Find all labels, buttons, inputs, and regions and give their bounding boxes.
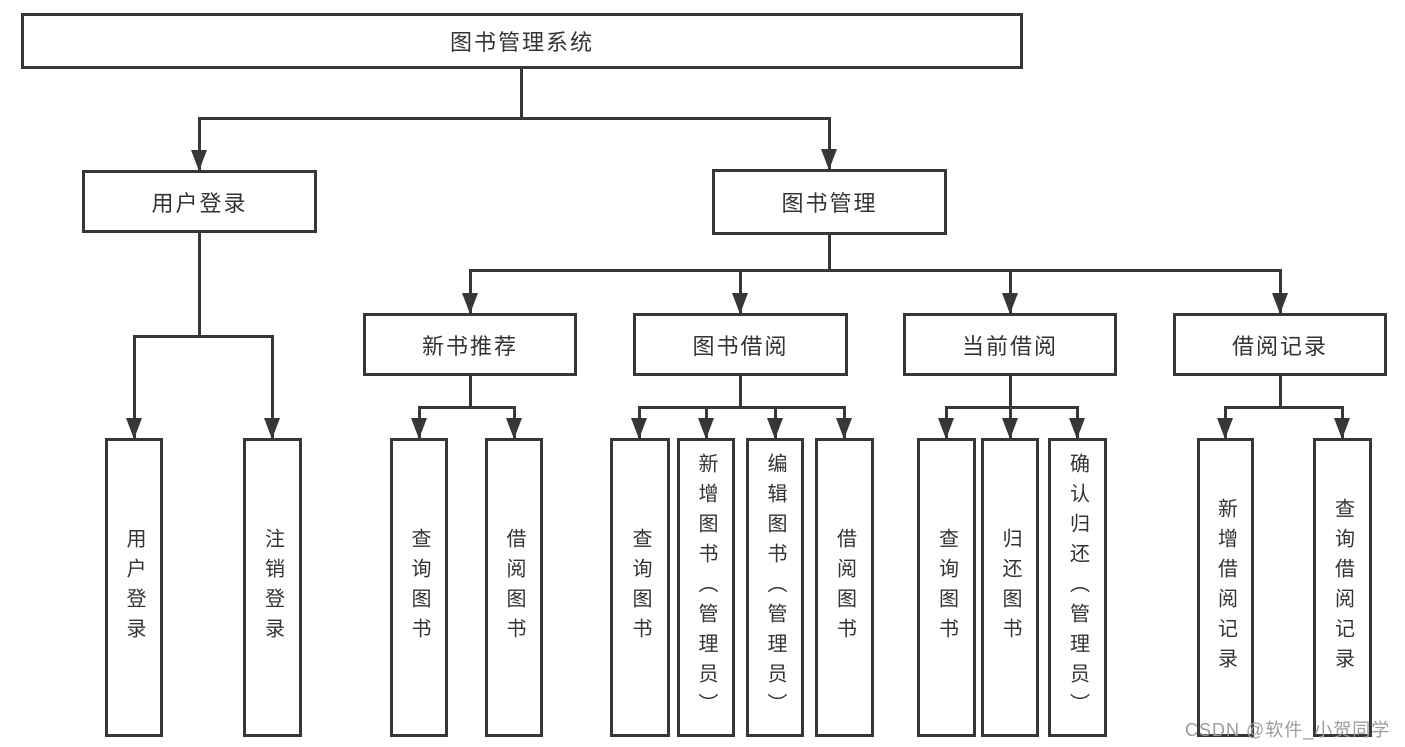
connector-line: [469, 269, 1282, 272]
arrowhead-down-icon: [938, 418, 954, 439]
arrowhead-down-icon: [821, 149, 837, 170]
arrowhead-down-icon: [1002, 293, 1018, 314]
node-label-borrow-record: 借阅记录: [1231, 333, 1328, 359]
node-leaf-query-borrow-rec: 查询借阅记录: [1313, 438, 1372, 737]
arrowhead-down-icon: [191, 150, 207, 171]
arrowhead-down-icon: [767, 418, 783, 439]
connector-line: [133, 335, 136, 438]
node-label-new-book-recommend: 新书推荐: [421, 333, 518, 359]
arrowhead-down-icon: [631, 418, 647, 439]
node-label-leaf-query-book-1: 查询图书: [408, 527, 430, 648]
connector-line: [469, 269, 472, 313]
connector-line: [469, 376, 472, 407]
connector-line: [198, 117, 201, 170]
arrowhead-down-icon: [836, 418, 852, 439]
connector-line: [133, 335, 274, 338]
node-label-leaf-query-book-2: 查询图书: [629, 527, 651, 648]
connector-line: [1279, 376, 1282, 407]
connector-line: [1009, 269, 1012, 313]
node-root: 图书管理系统: [21, 13, 1023, 69]
arrowhead-down-icon: [1002, 418, 1018, 439]
node-label-leaf-return-book: 归还图书: [999, 527, 1021, 648]
arrowhead-down-icon: [126, 418, 142, 439]
connector-line: [1009, 376, 1012, 407]
connector-line: [1224, 406, 1344, 409]
csdn-watermark: CSDN @软件_小贺同学: [1185, 720, 1391, 740]
arrowhead-down-icon: [1217, 418, 1233, 439]
arrowhead-down-icon: [462, 293, 478, 314]
node-borrow-record: 借阅记录: [1173, 313, 1387, 376]
node-book-borrow: 图书借阅: [633, 313, 848, 376]
node-new-book-recommend: 新书推荐: [363, 313, 577, 376]
node-user-login: 用户登录: [82, 170, 317, 233]
connector-line: [828, 235, 831, 270]
node-leaf-add-borrow-rec: 新增借阅记录: [1197, 438, 1254, 737]
node-label-leaf-add-book: 新增图书（管理员）: [695, 452, 717, 723]
node-leaf-return-book: 归还图书: [981, 438, 1039, 737]
arrowhead-down-icon: [1272, 293, 1288, 314]
node-label-book-borrow: 图书借阅: [692, 333, 789, 359]
node-leaf-query-book-3: 查询图书: [917, 438, 976, 737]
connector-line: [828, 117, 831, 169]
connector-line: [739, 376, 742, 407]
connector-line: [271, 335, 274, 438]
node-label-leaf-edit-book: 编辑图书（管理员）: [764, 452, 786, 723]
node-label-leaf-query-borrow-rec: 查询借阅记录: [1331, 497, 1354, 678]
arrowhead-down-icon: [1069, 418, 1085, 439]
connector-line: [198, 233, 201, 336]
node-label-leaf-add-borrow-rec: 新增借阅记录: [1214, 497, 1237, 678]
arrowhead-down-icon: [698, 418, 714, 439]
node-label-leaf-confirm-return: 确认归还（管理员）: [1066, 452, 1089, 723]
connector-line: [520, 69, 523, 118]
connector-line: [418, 406, 516, 409]
node-leaf-query-book-1: 查询图书: [390, 438, 448, 737]
connector-line: [198, 117, 831, 120]
node-label-leaf-user-login: 用户登录: [123, 527, 145, 648]
node-label-leaf-borrow-book-2: 借阅图书: [833, 527, 856, 648]
node-book-management: 图书管理: [712, 169, 947, 235]
arrowhead-down-icon: [506, 418, 522, 439]
connector-line: [739, 269, 742, 313]
node-leaf-edit-book: 编辑图书（管理员）: [746, 438, 804, 737]
arrowhead-down-icon: [1334, 418, 1350, 439]
node-label-leaf-query-book-3: 查询图书: [935, 527, 958, 648]
node-label-leaf-borrow-book-1: 借阅图书: [503, 527, 525, 648]
node-current-borrow: 当前借阅: [903, 313, 1117, 376]
arrowhead-down-icon: [732, 293, 748, 314]
node-label-user-login: 用户登录: [151, 190, 248, 216]
node-leaf-query-book-2: 查询图书: [610, 438, 670, 737]
arrowhead-down-icon: [411, 418, 427, 439]
node-label-current-borrow: 当前借阅: [961, 333, 1058, 359]
node-label-leaf-logout: 注销登录: [261, 527, 284, 648]
node-label-book-management: 图书管理: [781, 191, 878, 216]
node-leaf-borrow-book-2: 借阅图书: [815, 438, 874, 737]
connector-line: [638, 406, 846, 409]
arrowhead-down-icon: [264, 418, 280, 439]
node-leaf-borrow-book-1: 借阅图书: [485, 438, 543, 737]
node-leaf-add-book: 新增图书（管理员）: [677, 438, 735, 737]
node-leaf-user-login: 用户登录: [105, 438, 163, 737]
connector-line: [1279, 269, 1282, 313]
node-label-root: 图书管理系统: [449, 30, 594, 55]
node-leaf-logout: 注销登录: [243, 438, 302, 737]
node-leaf-confirm-return: 确认归还（管理员）: [1048, 438, 1107, 737]
